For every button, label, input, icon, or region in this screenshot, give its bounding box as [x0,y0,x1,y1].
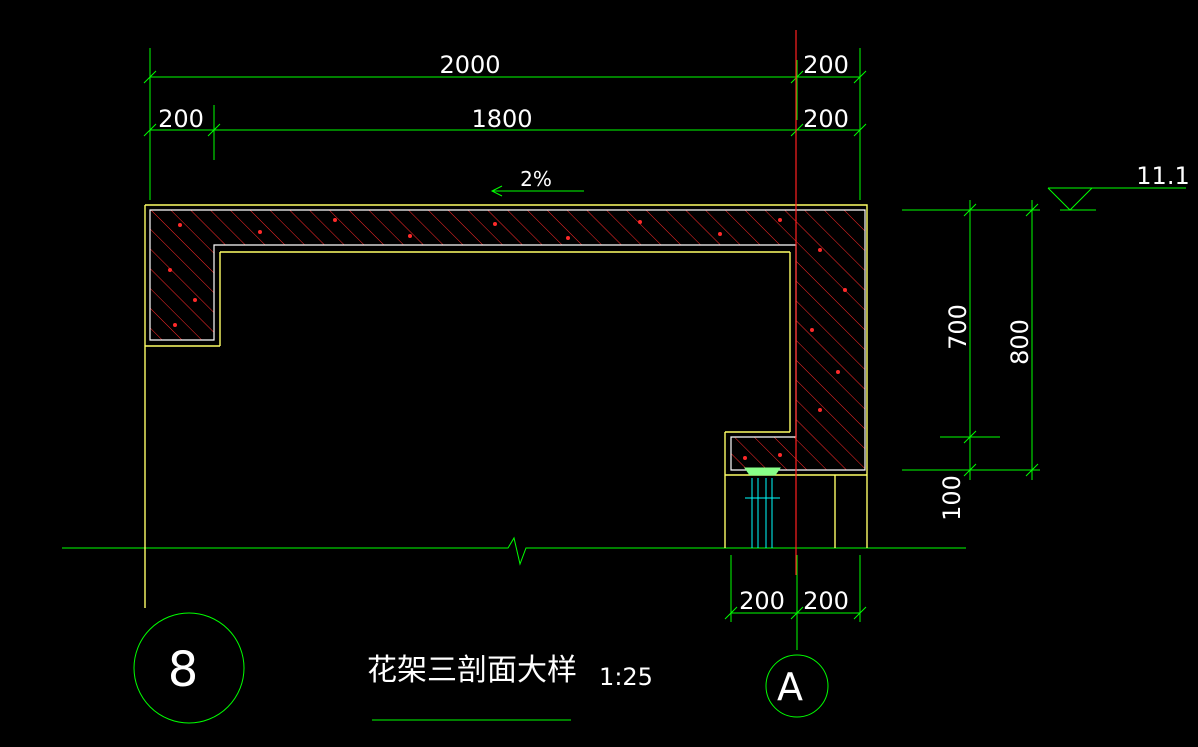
post-connection [744,467,781,548]
slope-label: 2% [520,167,552,191]
dim-top-overall: 2000 [439,51,500,79]
dim-second-right: 200 [803,105,849,133]
dimension-lines [62,48,1186,724]
dim-bottom-left: 200 [739,587,785,615]
detail-number: 8 [168,642,199,698]
dim-vertical-800: 800 [1006,319,1034,365]
elevation-label: 11.1 [1136,162,1189,190]
structure-outline [144,204,868,608]
dim-bottom-right: 200 [803,587,849,615]
drawing-title: 花架三剖面大样 [367,653,577,688]
drawing-scale: 1:25 [599,663,653,691]
dim-second-middle: 1800 [471,105,532,133]
dim-vertical-100: 100 [938,475,966,521]
concrete-beam-hatch [149,209,866,471]
dim-second-left: 200 [158,105,204,133]
dim-vertical-700: 700 [944,304,972,350]
dim-top-right: 200 [803,51,849,79]
axis-label: A [777,665,803,709]
